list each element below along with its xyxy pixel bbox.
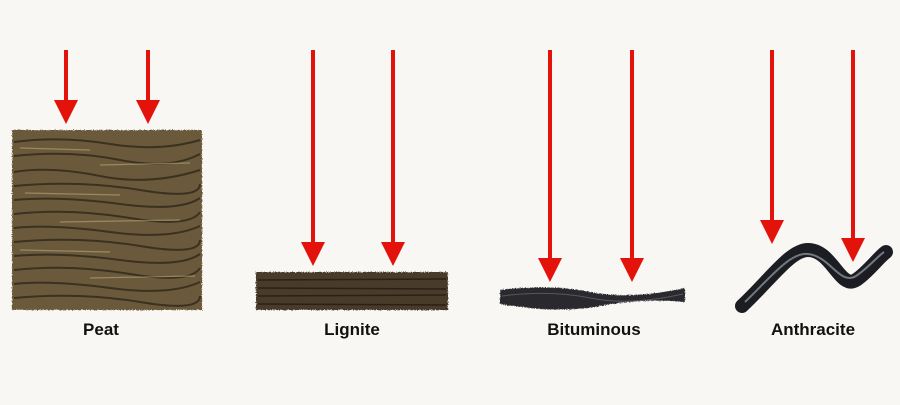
lignite-layer (256, 272, 448, 310)
label-lignite: Lignite (324, 320, 380, 339)
label-peat: Peat (83, 320, 119, 339)
bituminous-layer (500, 287, 685, 310)
peat-layer (12, 130, 202, 310)
label-anthracite: Anthracite (770, 320, 856, 339)
anthracite-layer (735, 242, 893, 313)
label-bituminous: Bituminous (547, 320, 641, 339)
